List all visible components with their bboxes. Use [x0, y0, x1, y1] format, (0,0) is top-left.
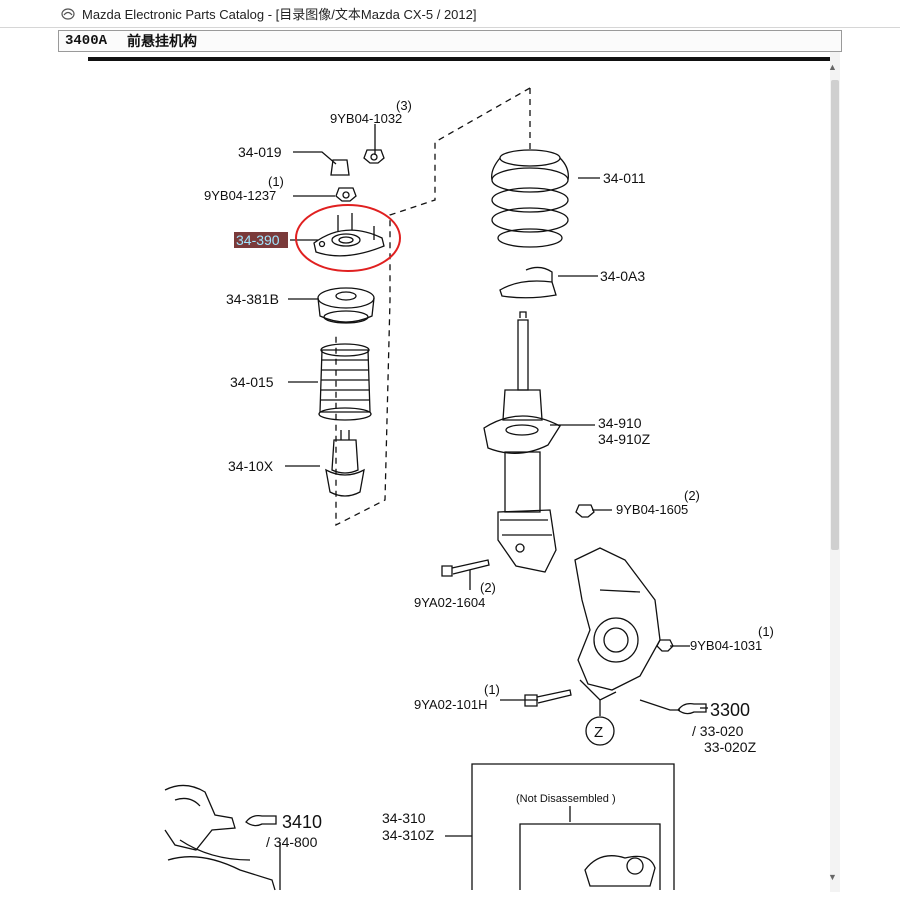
part-label-9yb04-1237[interactable]: 9YB04-1237	[204, 188, 276, 203]
part-label-9ya02-1604[interactable]: 9YA02-1604	[414, 595, 485, 610]
qty-label-9ya02-101h: (1)	[484, 682, 500, 697]
part-label-34-910[interactable]: 34-910	[598, 415, 642, 431]
ref-label-33-020z[interactable]: 33-020Z	[704, 739, 757, 755]
part-label-34-10x[interactable]: 34-10X	[228, 458, 274, 474]
part-label-34-015[interactable]: 34-015	[230, 374, 274, 390]
window-title-bar: Mazda Electronic Parts Catalog - [目录图像/文…	[0, 0, 900, 28]
part-label-9yb04-1031[interactable]: 9YB04-1031	[690, 638, 762, 653]
part-label-34-019[interactable]: 34-019	[238, 144, 282, 160]
part-label-9ya02-101h[interactable]: 9YA02-101H	[414, 697, 487, 712]
part-label-9yb04-1605[interactable]: 9YB04-1605	[616, 502, 688, 517]
section-header: 3400A 前悬挂机构	[58, 30, 842, 52]
scroll-up-arrow-icon[interactable]: ▲	[828, 62, 837, 72]
qty-label-9yb04-1237: (1)	[268, 174, 284, 189]
selection-highlight-circle	[295, 204, 401, 272]
diagram-top-rule	[88, 57, 840, 61]
ref-label-3300[interactable]: 3300	[710, 700, 750, 720]
part-label-34-381b[interactable]: 34-381B	[226, 291, 279, 307]
qty-label-9yb04-1605: (2)	[684, 488, 700, 503]
ref-label-34-800[interactable]: / 34-800	[266, 834, 318, 850]
scrollbar-thumb[interactable]	[831, 80, 839, 550]
part-label-34-310z[interactable]: 34-310Z	[382, 827, 435, 843]
ref-label-33-020[interactable]: / 33-020	[692, 723, 744, 739]
not-disassembled-note: (Not Disassembled )	[516, 793, 616, 805]
selected-part-label-bg	[234, 232, 288, 248]
part-label-34-390-selected[interactable]: 34-390	[236, 232, 280, 248]
qty-label-9ya02-1604: (2)	[480, 580, 496, 595]
qty-label-9yb04-1031: (1)	[758, 624, 774, 639]
part-label-34-0a3[interactable]: 34-0A3	[600, 268, 645, 284]
window-title: Mazda Electronic Parts Catalog - [目录图像/文…	[82, 7, 477, 22]
part-label-9yb04-1032[interactable]: 9YB04-1032	[330, 111, 402, 126]
app-icon	[61, 7, 75, 20]
qty-label-9yb04-1032: (3)	[396, 98, 412, 113]
part-label-34-011[interactable]: 34-011	[603, 170, 646, 186]
section-name: 前悬挂机构	[127, 33, 198, 49]
section-code: 3400A	[65, 33, 108, 49]
scroll-down-arrow-icon[interactable]: ▼	[828, 872, 837, 882]
part-label-34-910z[interactable]: 34-910Z	[598, 431, 651, 447]
ref-label-3410[interactable]: 3410	[282, 812, 322, 832]
part-label-34-310[interactable]: 34-310	[382, 810, 426, 826]
view-marker-z: Z	[594, 724, 603, 741]
